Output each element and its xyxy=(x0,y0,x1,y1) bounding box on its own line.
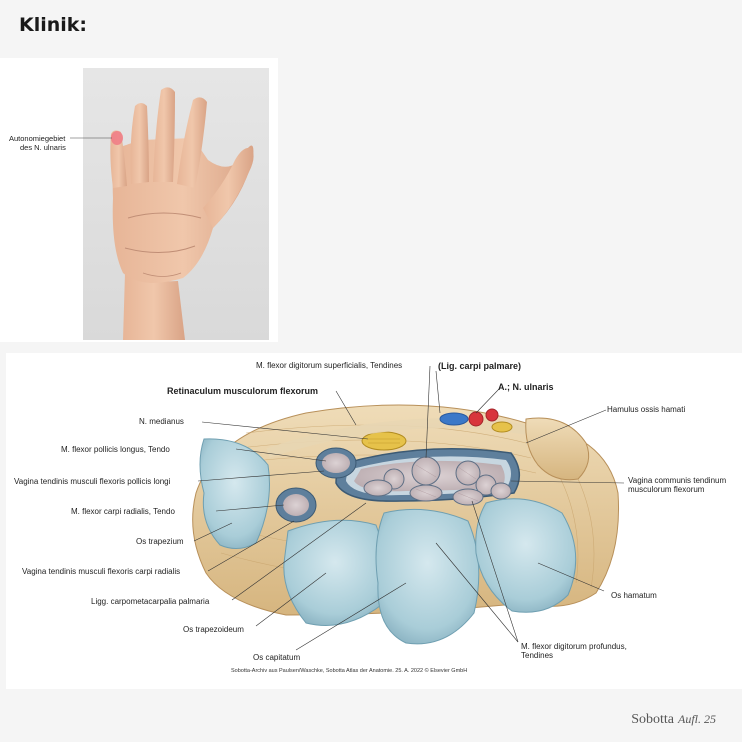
image-credit: Sobotta-Archiv aus Paulsen/Waschke, Sobo… xyxy=(231,668,468,674)
ulnar-zone-highlight xyxy=(111,131,123,145)
footer-brand-name: Sobotta xyxy=(631,712,674,727)
photo-label-line2: des N. ulnaris xyxy=(20,143,66,152)
label-flexor-dig-profundus-2: Tendines xyxy=(521,651,554,660)
label-lig-carpi-palmare: (Lig. carpi palmare) xyxy=(438,361,522,371)
carpal-tunnel-cross-section xyxy=(192,365,625,651)
photo-label-line1: Autonomiegebiet xyxy=(9,134,66,143)
label-vagina-communis-2: musculorum flexorum xyxy=(628,485,705,494)
label-os-capitatum: Os capitatum xyxy=(253,653,301,662)
page-heading: Klinik: xyxy=(19,14,88,36)
footer-edition: Aufl. 25 xyxy=(678,712,716,726)
label-os-trapezium: Os trapezium xyxy=(136,537,184,546)
label-ligg-carpometacarpalia: Ligg. carpometacarpalia palmaria xyxy=(91,597,210,606)
label-flexor-carpi-radialis: M. flexor carpi radialis, Tendo xyxy=(71,507,175,516)
label-vagina-pollicis-longi: Vagina tendinis musculi flexoris pollici… xyxy=(14,477,171,486)
label-vagina-communis-1: Vagina communis tendinum xyxy=(628,476,727,485)
label-flexor-dig-superficialis: M. flexor digitorum superficialis, Tendi… xyxy=(256,361,403,370)
label-retinaculum: Retinaculum musculorum flexorum xyxy=(167,386,319,396)
label-os-hamatum: Os hamatum xyxy=(611,591,657,600)
label-n-medianus: N. medianus xyxy=(139,417,184,426)
label-hamulus: Hamulus ossis hamati xyxy=(607,405,686,414)
hand-photo xyxy=(83,68,269,340)
label-flexor-dig-profundus-1: M. flexor digitorum profundus, xyxy=(521,642,627,651)
footer-brand: Sobotta Aufl. 25 xyxy=(631,712,716,728)
label-flexor-pollicis-longus: M. flexor pollicis longus, Tendo xyxy=(61,445,170,454)
label-os-trapezoideum: Os trapezoideum xyxy=(183,625,244,634)
label-a-n-ulnaris: A.; N. ulnaris xyxy=(498,382,554,392)
label-vagina-carpi-radialis: Vagina tendinis musculi flexoris carpi r… xyxy=(22,567,181,576)
